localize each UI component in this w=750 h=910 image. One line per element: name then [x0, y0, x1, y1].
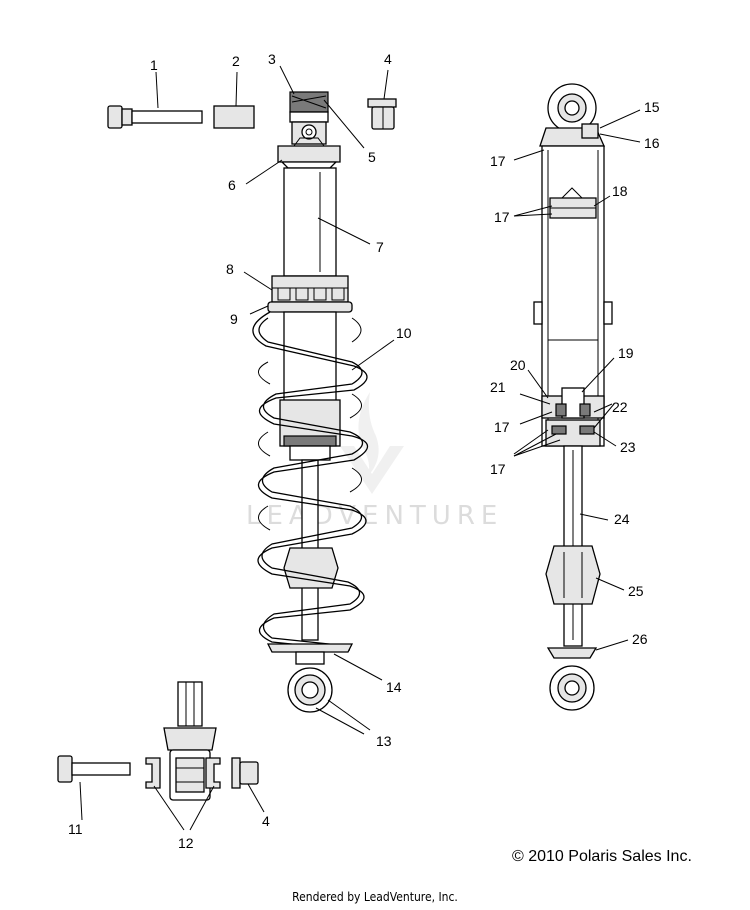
callout-23: 23 [620, 439, 636, 455]
callout-4: 4 [384, 51, 392, 67]
callout-12: 12 [178, 835, 194, 851]
callout-16: 16 [644, 135, 660, 151]
callout-24: 24 [614, 511, 630, 527]
spring-seat-part-14 [266, 643, 354, 665]
bottom-mount-detail [57, 681, 259, 801]
callout-11: 11 [68, 821, 83, 837]
bottom-eye-part-13 [287, 667, 333, 713]
callout-5: 5 [368, 149, 376, 165]
callout-17-top: 17 [490, 153, 506, 169]
cap-part-6 [277, 137, 341, 169]
body-lower [283, 311, 337, 407]
callout-7: 7 [376, 239, 384, 255]
rendered-by-footer: Rendered by LeadVenture, Inc. [292, 890, 458, 904]
callout-19: 19 [618, 345, 634, 361]
callout-6: 6 [228, 177, 236, 193]
top-eyelet-part-3 [289, 91, 329, 145]
callout-2: 2 [232, 53, 240, 69]
callout-17-low: 17 [490, 461, 506, 477]
leader-lines [79, 65, 641, 831]
copyright-notice: © 2010 Polaris Sales Inc. [512, 848, 692, 865]
callout-3: 3 [268, 51, 276, 67]
shock-cutaway [533, 83, 613, 711]
callout-9: 9 [230, 311, 238, 327]
callout-15: 15 [644, 99, 660, 115]
ring-part-9 [267, 301, 353, 313]
callout-8: 8 [226, 261, 234, 277]
callout-17-upper: 17 [494, 209, 510, 225]
preload-adjuster-part-8 [271, 275, 349, 303]
callout-18: 18 [612, 183, 628, 199]
callout-25: 25 [628, 583, 644, 599]
callout-17-mid: 17 [494, 419, 510, 435]
spring-part-10 [252, 311, 369, 651]
sleeve-part-2 [213, 105, 255, 129]
watermark-text: LEADVENTURE [246, 501, 503, 531]
shock-exterior [57, 91, 397, 801]
callout-20: 20 [510, 357, 526, 373]
callout-4-bottom: 4 [262, 813, 270, 829]
callout-1: 1 [150, 57, 158, 73]
callout-labels: 1 2 3 4 5 6 7 8 9 10 11 12 13 14 4 15 16… [68, 51, 660, 851]
callout-22: 22 [612, 399, 628, 415]
body-part-7 [283, 167, 337, 277]
bump-stop [283, 547, 339, 589]
nut-part-4-top [367, 98, 397, 130]
watermark-logo [340, 392, 404, 494]
callout-10: 10 [396, 325, 412, 341]
callout-21: 21 [490, 379, 506, 395]
bolt-part-1 [107, 105, 203, 129]
callout-13: 13 [376, 733, 392, 749]
callout-14: 14 [386, 679, 402, 695]
callout-26: 26 [632, 631, 648, 647]
